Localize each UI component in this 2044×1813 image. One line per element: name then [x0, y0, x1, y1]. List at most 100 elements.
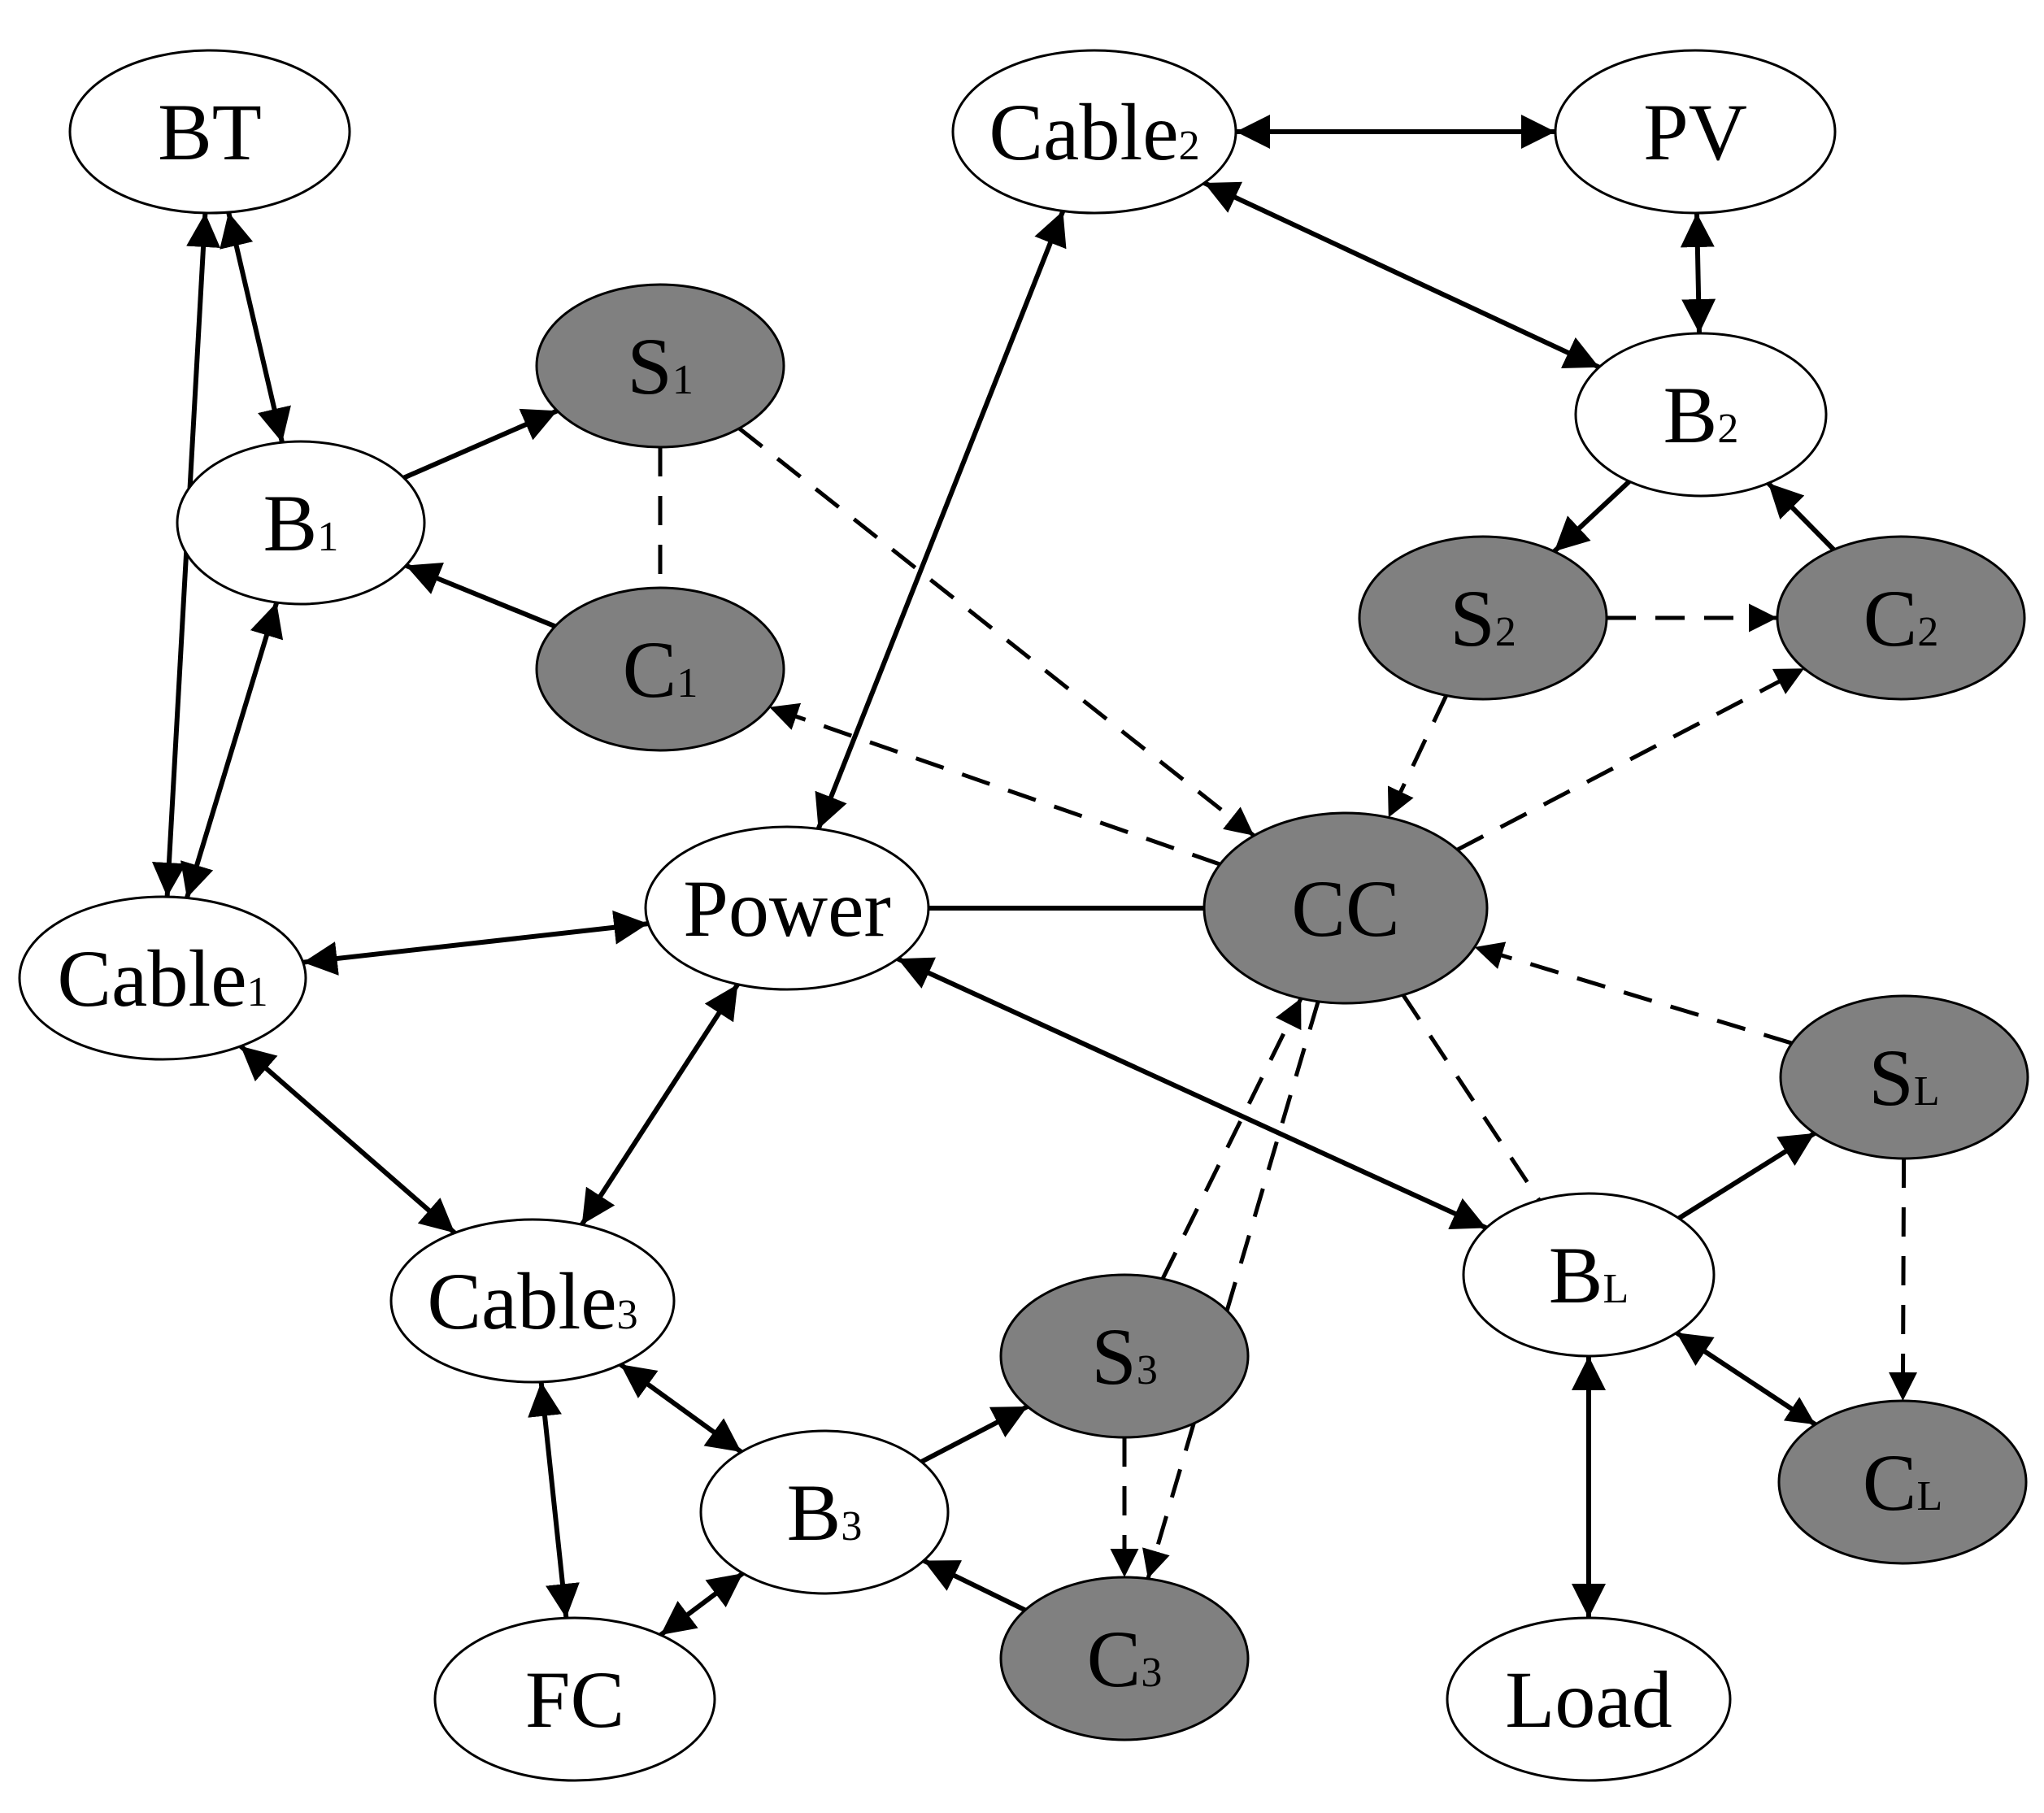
node-label-subscript: L [1916, 1473, 1942, 1520]
node-cc-label: CC [1291, 863, 1399, 954]
node-b1: B1 [176, 440, 426, 606]
node-cable1: Cable1 [18, 895, 307, 1061]
node-b1-shape [176, 440, 426, 606]
node-label-subscript: L [1603, 1266, 1629, 1312]
node-power-shape [644, 825, 930, 991]
edge-sl-cc [1473, 941, 1793, 1046]
node-label-main: B [787, 1467, 842, 1558]
node-bt-shape [68, 49, 351, 215]
edge-bl-sl [1677, 1131, 1816, 1221]
node-label-subscript: 1 [676, 660, 698, 707]
node-s1: S1 [535, 283, 785, 449]
node-pv-label: PV [1643, 87, 1747, 177]
node-fc-label: FC [525, 1654, 624, 1745]
edge-b1-cable1 [180, 602, 284, 899]
edge-power-cable3 [580, 983, 740, 1226]
node-cl-label: CL [1863, 1437, 1942, 1528]
node-label-subscript: 2 [1179, 123, 1200, 169]
node-label-main: C [1864, 573, 1918, 663]
node-label-main: B [263, 478, 318, 568]
node-s2-shape [1358, 535, 1608, 701]
node-s2-label: S2 [1450, 573, 1516, 663]
node-label-main: CC [1291, 863, 1399, 954]
node-label-main: B [1549, 1230, 1603, 1320]
node-label-main: S [1450, 573, 1495, 663]
node-c3-label: C3 [1087, 1614, 1163, 1704]
node-label-main: FC [525, 1654, 624, 1745]
edge-cable3-fc [528, 1381, 580, 1619]
node-label-subscript: 2 [1495, 609, 1516, 655]
node-cc-shape [1202, 811, 1489, 1005]
edge-cable3-b3 [619, 1362, 743, 1454]
node-label-subscript: 3 [1137, 1347, 1158, 1393]
node-sl-label: SL [1868, 1033, 1939, 1123]
node-c3: C3 [999, 1576, 1250, 1741]
node-b3-label: B3 [787, 1467, 863, 1558]
node-cable3: Cable3 [389, 1218, 676, 1384]
edge-cable1-cable3 [239, 1044, 457, 1235]
edge-cc-c1 [768, 702, 1221, 867]
node-pv: PV [1554, 49, 1837, 215]
node-label-subscript: 3 [841, 1503, 862, 1550]
node-fc-shape [433, 1616, 716, 1782]
node-fc: FC [433, 1616, 716, 1782]
edges-layer [151, 115, 1918, 1637]
node-s2: S2 [1358, 535, 1608, 701]
node-cable1-label: Cable1 [57, 933, 267, 1024]
node-c1-label: C1 [623, 624, 698, 715]
edge-bt-b1 [220, 211, 291, 443]
node-sl: SL [1779, 994, 2029, 1160]
node-label-main: Power [683, 863, 891, 954]
node-s3: S3 [999, 1273, 1250, 1439]
node-bt-label: BT [158, 87, 262, 177]
node-bl: BL [1462, 1192, 1716, 1358]
node-label-subscript: 2 [1717, 406, 1738, 452]
edge-c1-b1 [405, 562, 556, 629]
node-pv-shape [1554, 49, 1837, 215]
node-b3: B3 [699, 1429, 950, 1595]
node-label-main: PV [1643, 87, 1747, 177]
node-c2: C2 [1776, 535, 2026, 701]
node-load-shape [1446, 1616, 1732, 1782]
node-c1: C1 [535, 586, 785, 752]
edge-b3-s3 [920, 1404, 1029, 1464]
node-cl-shape [1777, 1399, 2028, 1565]
edge-cable1-power [302, 910, 649, 976]
node-label-main: BT [158, 87, 262, 177]
node-label-subscript: 2 [1917, 609, 1938, 655]
node-bl-shape [1462, 1192, 1716, 1358]
node-c2-shape [1776, 535, 2026, 701]
node-cable3-label: Cable3 [427, 1256, 637, 1346]
edge-s1-cc [737, 426, 1255, 837]
node-bl-label: BL [1549, 1230, 1629, 1320]
edge-power-bl [896, 956, 1488, 1231]
node-b1-label: B1 [263, 478, 339, 568]
node-label-main: Cable [57, 933, 246, 1024]
node-label-subscript: L [1914, 1068, 1940, 1115]
node-b2-label: B2 [1663, 370, 1739, 460]
edge-b2-s2 [1552, 479, 1632, 554]
node-b3-shape [699, 1429, 950, 1595]
node-label-main: Cable [427, 1256, 616, 1346]
node-label-main: Cable [989, 87, 1178, 177]
node-label-subscript: 1 [247, 969, 268, 1015]
node-c3-shape [999, 1576, 1250, 1741]
node-b2: B2 [1574, 332, 1828, 498]
node-cable2-label: Cable2 [989, 87, 1199, 177]
node-cable3-shape [389, 1218, 676, 1384]
node-label-main: C [1863, 1437, 1917, 1528]
node-cable1-shape [18, 895, 307, 1061]
node-cc: CC [1202, 811, 1489, 1005]
node-s3-shape [999, 1273, 1250, 1439]
edge-pv-b2 [1680, 212, 1716, 334]
edge-cc-bl [1401, 993, 1542, 1202]
node-label-subscript: 1 [672, 357, 694, 403]
node-label-main: C [623, 624, 677, 715]
edge-bl-cl [1675, 1331, 1817, 1427]
node-cl: CL [1777, 1399, 2028, 1565]
node-cable2: Cable2 [951, 49, 1237, 215]
node-s1-label: S1 [627, 321, 694, 411]
node-load-label: Load [1505, 1654, 1672, 1745]
node-s3-label: S3 [1091, 1311, 1158, 1402]
